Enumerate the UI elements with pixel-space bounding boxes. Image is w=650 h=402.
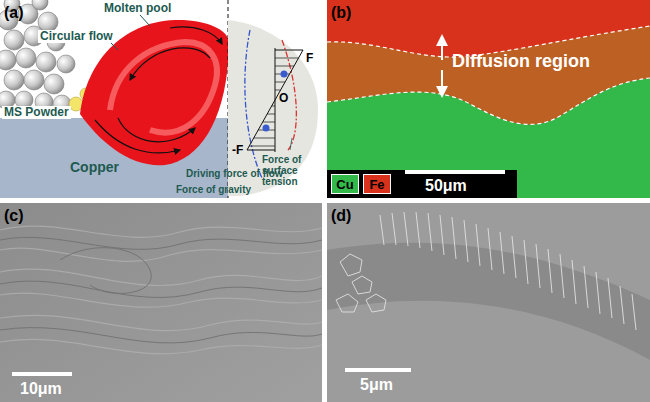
part-label: MS Powder <box>2 106 71 119</box>
part-label: Circular flow <box>38 30 115 43</box>
scale-label: 10μm <box>20 380 62 398</box>
legend-swatch: Fe <box>363 174 391 194</box>
force-label: Driving force of flow <box>186 168 283 179</box>
force-symbol: F <box>306 52 313 65</box>
panel-label: (b) <box>331 4 351 22</box>
panel-label: (d) <box>331 207 351 225</box>
force-symbol: -F <box>232 144 243 157</box>
legend-swatch: Cu <box>331 174 359 194</box>
panel-label: (c) <box>4 207 24 225</box>
origin-symbol: O <box>279 92 288 105</box>
force-label: Force of gravity <box>176 184 251 195</box>
part-label: Copper <box>70 160 119 175</box>
panel-c <box>0 203 322 402</box>
legend-text: Fe <box>369 177 384 192</box>
panel-label: (a) <box>4 4 24 22</box>
panel-a <box>0 0 322 198</box>
scale-label: 5μm <box>360 376 393 394</box>
part-label: Molten pool <box>102 2 173 15</box>
legend-text: Cu <box>336 177 353 192</box>
panel-b <box>327 0 650 198</box>
scale-label: 50μm <box>425 177 467 195</box>
region-label: Diffusion region <box>452 52 590 72</box>
panel-d <box>327 203 650 402</box>
